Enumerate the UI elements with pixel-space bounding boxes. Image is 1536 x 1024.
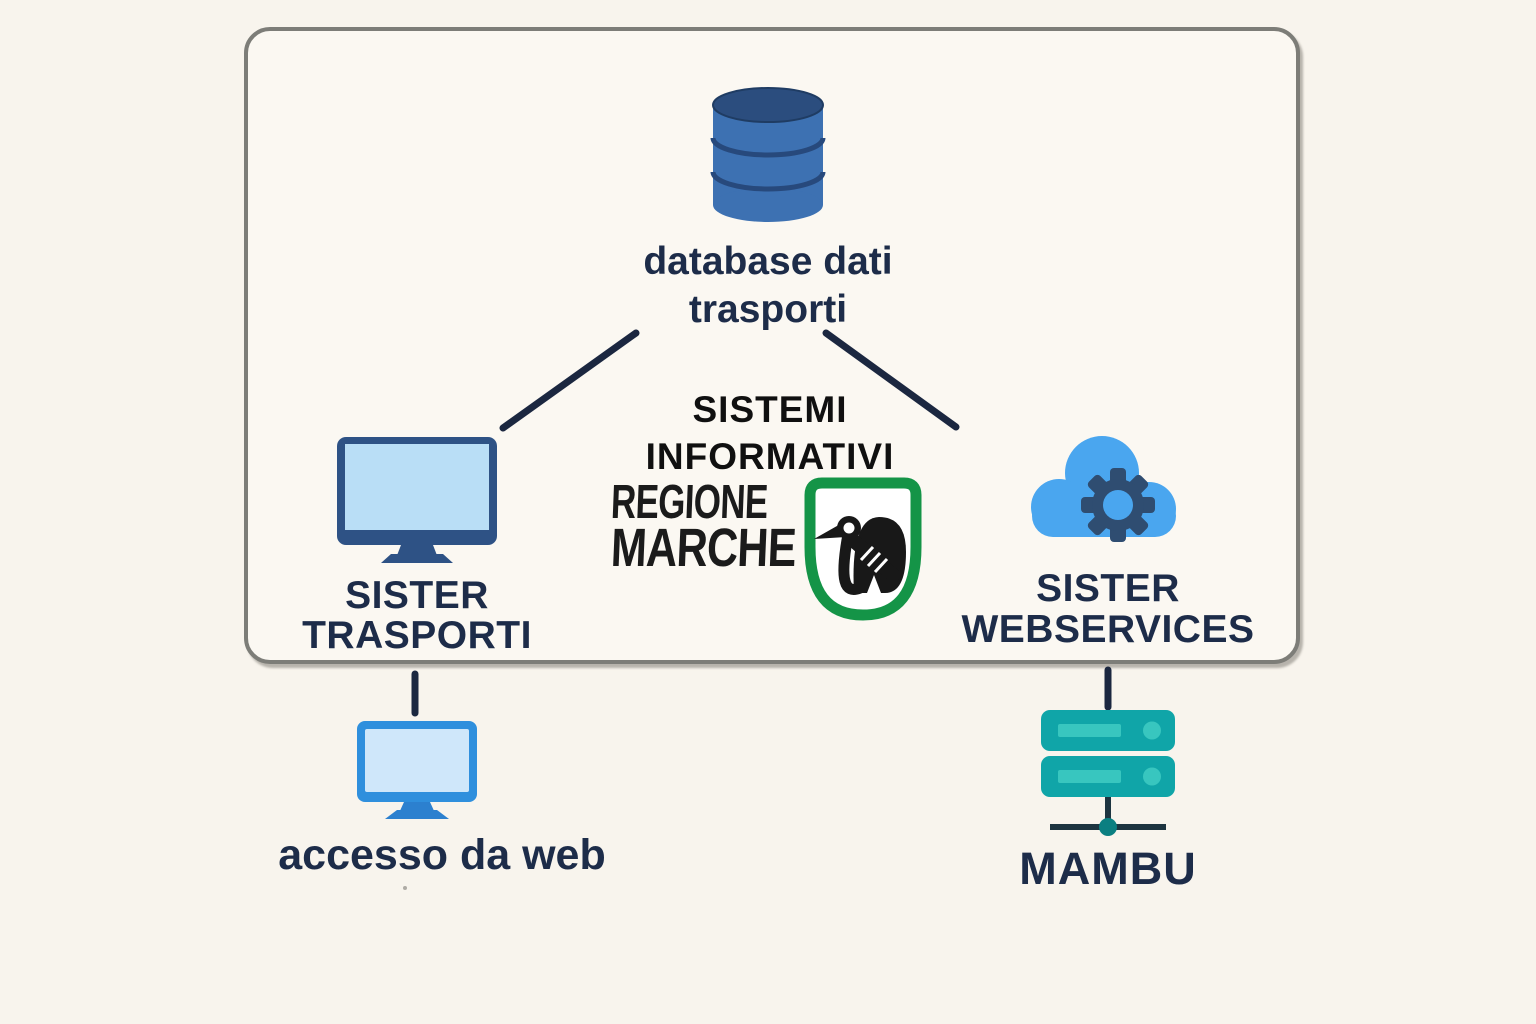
wordmark-marche: MARCHE [609, 518, 798, 578]
sister-webservices-label: SISTER WEBSERVICES [928, 568, 1288, 650]
sister-webservices-line1: SISTER [1036, 567, 1180, 610]
web-monitor-icon [357, 721, 477, 819]
cloud-gear-icon [1030, 431, 1178, 543]
sister-trasporti-line1: SISTER [345, 574, 489, 617]
sister-webservices-line2: WEBSERVICES [961, 608, 1255, 651]
database-label: database dati trasporti [568, 238, 968, 334]
accesso-da-web-label: accesso da web [278, 831, 606, 879]
sister-trasporti-label: SISTER TRASPORTI [242, 576, 592, 656]
sister-trasporti-line2: TRASPORTI [302, 614, 532, 657]
monitor-icon [337, 437, 497, 563]
database-label-line1: database dati [643, 240, 893, 283]
mambu-label: MAMBU [1019, 843, 1197, 894]
server-icon [1041, 710, 1175, 836]
database-icon [706, 84, 830, 226]
center-title: SISTEMI INFORMATIVI [570, 386, 970, 480]
center-title-line1: SISTEMI [692, 389, 848, 430]
database-label-line2: trasporti [688, 288, 848, 331]
center-title-line2: INFORMATIVI [645, 436, 895, 477]
regione-marche-shield-icon [799, 476, 927, 622]
stray-dot [403, 886, 407, 890]
